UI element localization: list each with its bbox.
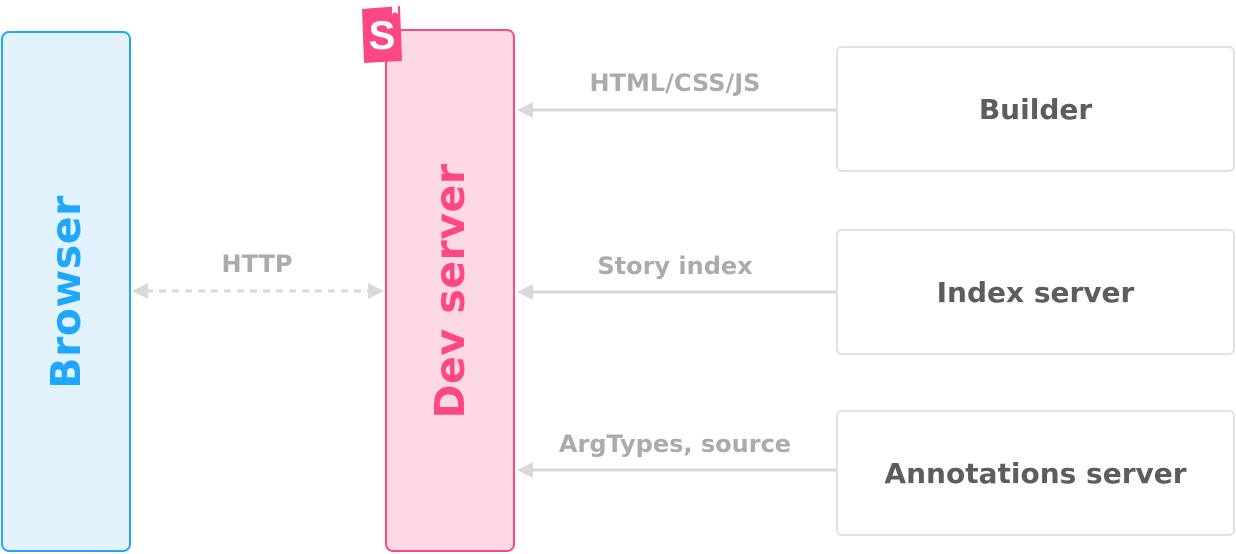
annotations-server-node: Annotations server <box>836 410 1235 536</box>
arrowhead-left-icon <box>517 102 533 118</box>
storybook-logo-icon: S <box>362 6 402 63</box>
builder-label: Builder <box>978 92 1093 126</box>
arrowhead-left-icon <box>517 462 533 478</box>
annotations-edge <box>517 462 836 478</box>
story-index-edge-label: Story index <box>597 252 753 280</box>
index-server-edge <box>517 284 836 300</box>
arrowhead-right-icon <box>368 283 384 299</box>
html-css-js-edge-label: HTML/CSS/JS <box>589 69 761 97</box>
http-edge <box>132 283 384 299</box>
argtypes-source-edge-label: ArgTypes, source <box>558 430 792 458</box>
dev-server-node: Dev server <box>385 29 515 552</box>
http-edge-label: HTTP <box>221 250 293 278</box>
index-server-label: Index server <box>936 275 1135 309</box>
index-server-node: Index server <box>836 229 1235 355</box>
browser-node: Browser <box>1 31 131 552</box>
arrowhead-left-icon <box>517 284 533 300</box>
arrowhead-left-icon <box>132 283 148 299</box>
builder-node: Builder <box>836 46 1235 172</box>
builder-edge <box>517 102 836 118</box>
annotations-server-label: Annotations server <box>884 456 1187 490</box>
svg-text:S: S <box>369 14 396 58</box>
